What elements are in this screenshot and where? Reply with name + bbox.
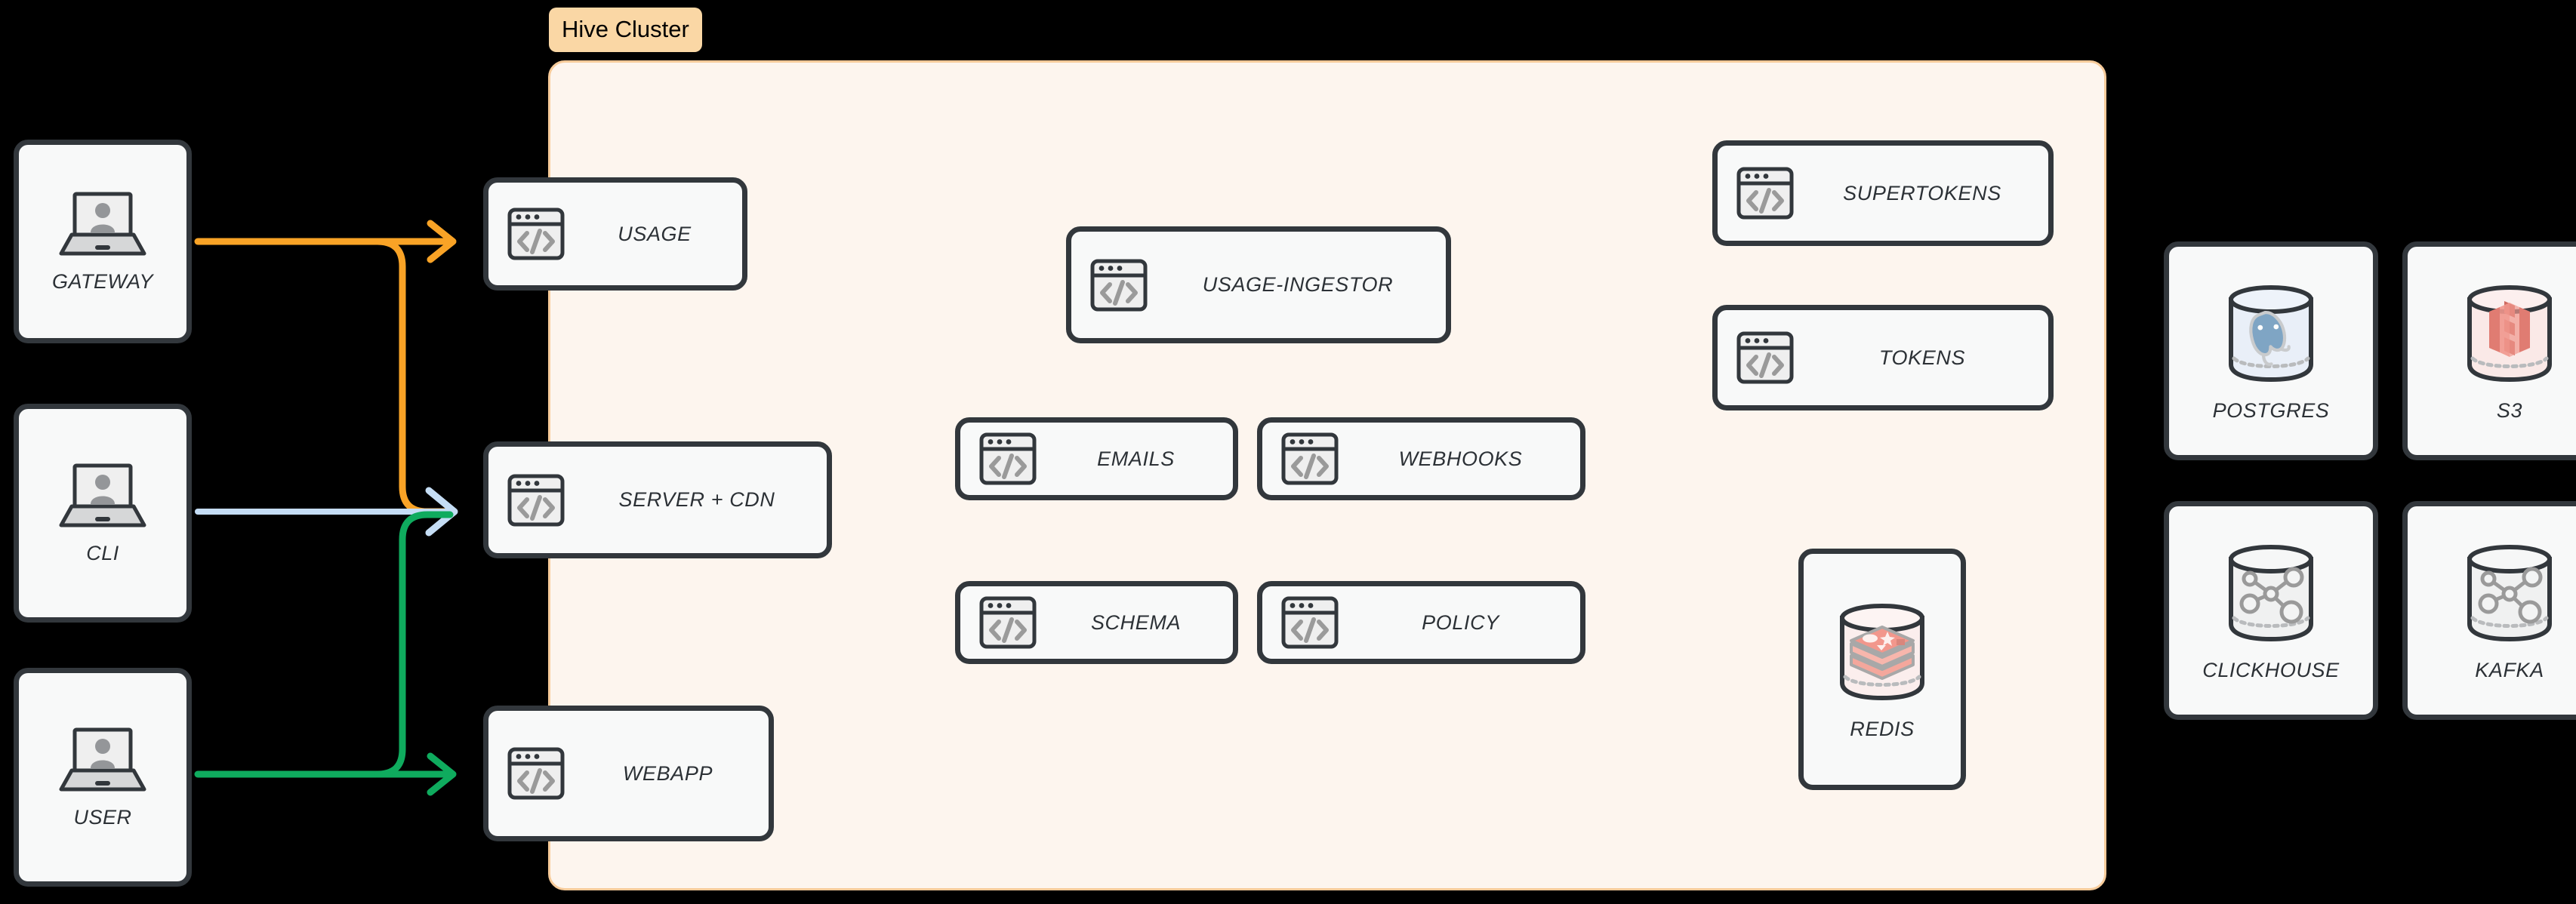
s3-cylinder-icon (2467, 284, 2552, 382)
arrowhead-usage (427, 220, 457, 263)
client-node-cli[interactable]: CLI (14, 404, 192, 623)
cluster-service-emails[interactable]: EMAILS (955, 417, 1238, 500)
hive-cluster-badge: Hive Cluster (549, 8, 702, 52)
cluster-service-label: WEBHOOKS (1398, 447, 1523, 470)
postgres-cylinder-icon (2229, 284, 2313, 382)
cluster-datastore-redis[interactable]: REDIS (1798, 549, 1966, 790)
cluster-datastore-label: REDIS (1850, 717, 1915, 740)
external-datastore-label: KAFKA (2475, 658, 2544, 681)
client-node-user[interactable]: USER (14, 668, 192, 887)
code-window-icon (507, 208, 565, 260)
edge-service-usage[interactable]: USAGE (483, 177, 747, 291)
code-window-icon (1736, 167, 1794, 220)
cluster-service-webhooks[interactable]: WEBHOOKS (1257, 417, 1585, 500)
laptop-user-icon (59, 192, 146, 255)
cluster-service-supertokens[interactable]: SUPERTOKENS (1712, 140, 2054, 246)
edge-service-label: USAGE (618, 222, 692, 245)
redis-cylinder-icon (1840, 603, 1924, 700)
client-node-label: GATEWAY (51, 269, 154, 293)
cluster-service-label: SCHEMA (1090, 610, 1182, 634)
code-window-icon (1281, 596, 1339, 649)
nodes-cylinder-icon (2467, 544, 2552, 641)
code-window-icon (507, 474, 565, 526)
cluster-service-label: TOKENS (1878, 346, 1966, 369)
external-datastore-clickhouse[interactable]: CLICKHOUSE (2164, 501, 2378, 720)
cluster-service-schema[interactable]: SCHEMA (955, 581, 1238, 664)
code-window-icon (979, 432, 1037, 485)
edge-service-label: SERVER + CDN (618, 488, 775, 511)
arrowhead-webapp (427, 752, 457, 796)
laptop-user-icon (59, 727, 146, 791)
code-window-icon (1281, 432, 1339, 485)
cluster-service-label: POLICY (1422, 610, 1499, 634)
code-window-icon (1090, 259, 1148, 311)
cluster-service-label: EMAILS (1097, 447, 1175, 470)
code-window-icon (1736, 331, 1794, 384)
cluster-service-label: SUPERTOKENS (1843, 181, 2001, 204)
arrowhead-server (425, 487, 458, 537)
client-node-label: USER (73, 805, 132, 829)
edge-service-label: WEBAPP (622, 761, 713, 785)
client-node-label: CLI (86, 541, 119, 564)
external-datastore-label: S3 (2496, 398, 2523, 422)
external-datastore-kafka[interactable]: KAFKA (2402, 501, 2576, 720)
wire-gateway-to-server (374, 238, 454, 515)
edge-service-server-cdn[interactable]: SERVER + CDN (483, 441, 832, 558)
code-window-icon (507, 747, 565, 800)
external-datastore-label: POSTGRES (2212, 398, 2330, 422)
client-node-gateway[interactable]: GATEWAY (14, 140, 192, 343)
external-datastore-s3[interactable]: S3 (2402, 241, 2576, 460)
laptop-user-icon (59, 463, 146, 527)
cluster-service-policy[interactable]: POLICY (1257, 581, 1585, 664)
wire-user-to-server (374, 511, 454, 778)
code-window-icon (979, 596, 1037, 649)
cluster-service-tokens[interactable]: TOKENS (1712, 305, 2054, 410)
edge-service-webapp[interactable]: WEBAPP (483, 706, 774, 841)
cluster-service-label: USAGE-INGESTOR (1202, 273, 1394, 296)
nodes-cylinder-icon (2229, 544, 2313, 641)
external-datastore-postgres[interactable]: POSTGRES (2164, 241, 2378, 460)
external-datastore-label: CLICKHOUSE (2202, 658, 2340, 681)
cluster-service-usage-ingestor[interactable]: USAGE-INGESTOR (1066, 226, 1451, 343)
